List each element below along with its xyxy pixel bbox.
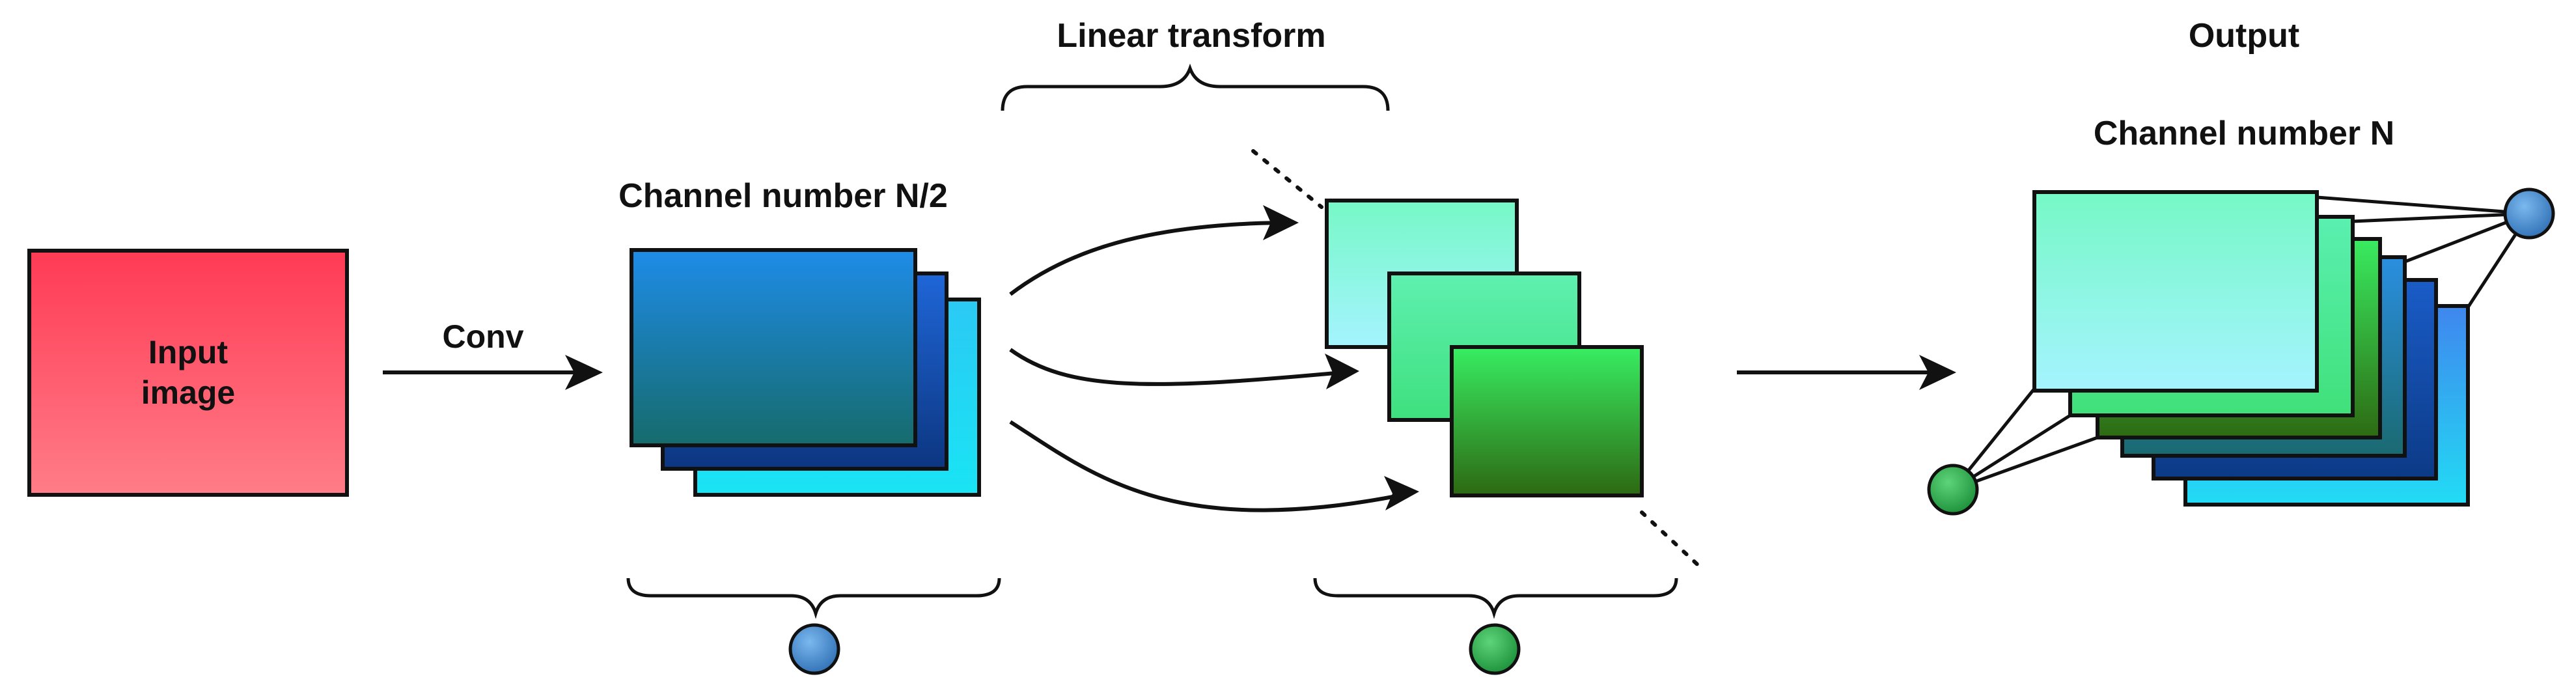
intrinsic-feature-maps: Channel number N/2: [618, 177, 981, 497]
green-node-icon: [1469, 623, 1521, 675]
linear-transform-brace: Linear transform: [1001, 17, 1390, 111]
blue-node-icon: [2503, 188, 2555, 240]
feature-map-front: [630, 248, 917, 447]
output-feature-maps: Output Channel number N: [1927, 17, 2555, 516]
input-image-label-line1: Input: [148, 334, 229, 370]
bottom-left-connectors: [1927, 387, 2098, 516]
output-arrow: [1737, 355, 1956, 390]
blue-node-icon: [788, 623, 840, 675]
output-map-1: [2032, 190, 2319, 393]
transform-arrows: [1009, 205, 1419, 512]
output-label: Output: [2189, 17, 2299, 55]
channel-half-label: Channel number N/2: [618, 177, 948, 215]
channel-full-label: Channel number N: [2094, 115, 2394, 152]
ghost-map-3: [1450, 345, 1644, 497]
intrinsic-brace: [626, 578, 1001, 675]
input-image-block: Input image: [27, 249, 349, 497]
ghost-feature-maps: [1251, 149, 1705, 572]
conv-label: Conv: [443, 318, 524, 355]
input-image-label-line2: image: [141, 374, 236, 411]
green-node-icon: [1927, 464, 1979, 516]
top-right-connectors: [2316, 188, 2555, 309]
ghost-brace: [1313, 578, 1678, 675]
conv-arrow: Conv: [383, 318, 603, 390]
linear-transform-label: Linear transform: [1057, 17, 1325, 55]
